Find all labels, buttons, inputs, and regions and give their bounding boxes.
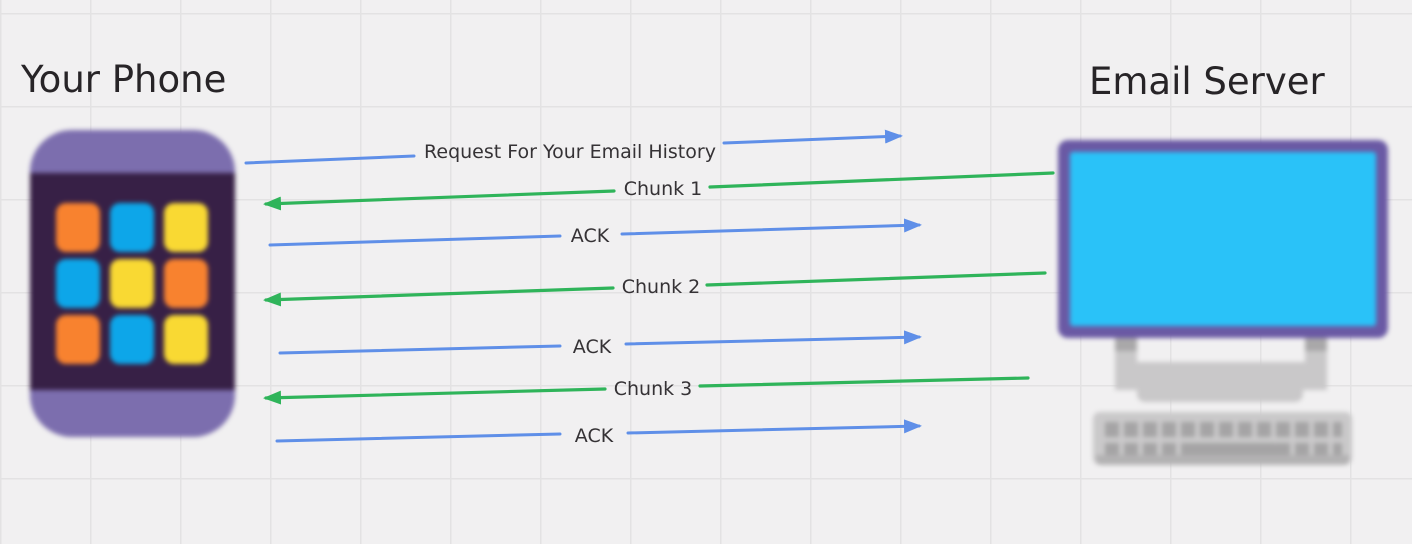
- app-tile: [164, 259, 208, 308]
- keyboard-spacebar: [1183, 443, 1277, 458]
- arrow-line-ack1: [620, 218, 922, 236]
- app-tile: [56, 203, 100, 252]
- app-tile: [56, 315, 100, 364]
- arrow-line-chunk3: [698, 376, 1030, 388]
- arrow-line-ack3: [626, 419, 922, 435]
- arrow-line-ack2: [278, 344, 562, 355]
- keyboard-bottom-edge: [1096, 455, 1349, 465]
- arrow-line-chunk1: [708, 171, 1055, 189]
- monitor-stand-cap: [1305, 338, 1327, 351]
- smartphone-icon: [30, 130, 235, 437]
- app-tile: [110, 315, 154, 364]
- arrow-line-chunk2: [263, 286, 615, 307]
- monitor-screen: [1070, 152, 1376, 326]
- arrow-line-chunk3: [263, 387, 607, 405]
- message-label-chunk2: Chunk 2: [621, 276, 701, 298]
- arrow-line-chunk1: [263, 189, 616, 211]
- message-label-chunk3: Chunk 3: [613, 378, 693, 400]
- left-node-title: Your Phone: [21, 58, 227, 101]
- right-node-title: Email Server: [1089, 60, 1325, 103]
- app-tile: [56, 259, 100, 308]
- arrow-line-ack3: [275, 432, 562, 443]
- message-label-ack3: ACK: [574, 425, 614, 447]
- message-label-ack2: ACK: [572, 336, 612, 358]
- message-label-request: Request For Your Email History: [424, 141, 716, 163]
- app-tile: [164, 315, 208, 364]
- arrow-line-request: [722, 129, 903, 145]
- message-label-ack1: ACK: [570, 225, 610, 247]
- phone-app-grid: [56, 203, 208, 364]
- keyboard-icon: [1093, 412, 1352, 465]
- desktop-computer-icon: [1058, 140, 1388, 470]
- arrow-line-request: [244, 154, 416, 165]
- arrow-line-ack2: [624, 330, 922, 346]
- monitor-stand-cap: [1115, 338, 1137, 351]
- arrow-line-chunk2: [705, 271, 1047, 287]
- app-tile: [110, 203, 154, 252]
- message-label-chunk1: Chunk 1: [623, 178, 703, 200]
- keyboard-keys-row: [1105, 422, 1342, 437]
- app-tile: [164, 203, 208, 252]
- monitor-stand-base: [1137, 388, 1303, 402]
- app-tile: [110, 259, 154, 308]
- monitor-stand-bar: [1115, 362, 1327, 390]
- arrow-line-ack1: [268, 234, 562, 247]
